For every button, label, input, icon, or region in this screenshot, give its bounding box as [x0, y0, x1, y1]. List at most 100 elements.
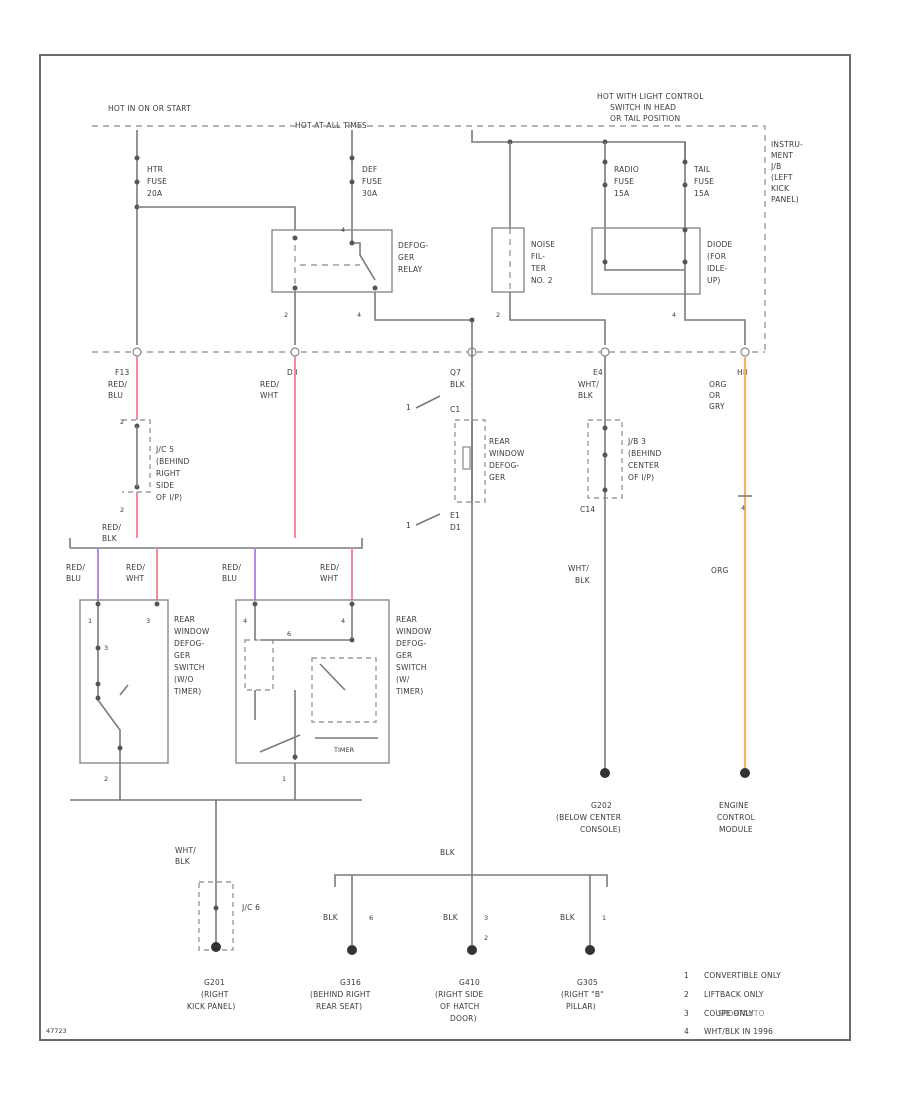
- defogger-grid-icon: [462, 446, 471, 470]
- diode-idle-up: [591, 227, 701, 295]
- jb3-terminal: [602, 487, 608, 493]
- svg-text:CONSOLE): CONSOLE): [580, 825, 621, 834]
- switch2-timer-relay: [311, 657, 377, 723]
- svg-text:ENGINE: ENGINE: [719, 801, 749, 810]
- svg-text:CENTER: CENTER: [628, 461, 659, 470]
- switch2-timer-contact: [319, 663, 346, 691]
- def-fuse-terminal: [349, 155, 355, 161]
- svg-text:G201: G201: [204, 978, 225, 987]
- ecm-terminal: [740, 768, 750, 778]
- svg-text:OR: OR: [709, 391, 721, 400]
- ground-g410: [467, 945, 477, 955]
- rear-window-defogger: [454, 419, 486, 503]
- jc5-label: J/C 5 (BEHIND RIGHT SIDE OF I/P): [155, 445, 189, 502]
- radio-fuse-terminal: [602, 182, 608, 188]
- svg-text:TAIL: TAIL: [693, 165, 711, 174]
- ground-g305: [585, 945, 595, 955]
- legend-text: CONVERTIBLE ONLY: [704, 971, 781, 980]
- svg-text:(BELOW CENTER: (BELOW CENTER: [556, 813, 621, 822]
- connector-c14-label: C14: [580, 505, 595, 514]
- wire-label-red-blu: RED/ BLU: [108, 380, 127, 400]
- svg-text:ORG: ORG: [709, 380, 727, 389]
- svg-text:DEFOG-: DEFOG-: [396, 639, 427, 648]
- switch2-terminal: [252, 601, 258, 607]
- switch-ground-bracket: [70, 763, 362, 801]
- switch-with-timer-label: REAR WINDOW DEFOG- GER SWITCH (W/ TIMER): [395, 615, 432, 696]
- defogger-relay: [271, 229, 393, 293]
- svg-text:DEFOG-: DEFOG-: [174, 639, 205, 648]
- connector-c1-arrow: [415, 395, 441, 409]
- pin-label: 3: [484, 914, 488, 922]
- switch2-indicator: [244, 639, 274, 691]
- pin-label: 4: [341, 226, 345, 234]
- svg-text:NOISE: NOISE: [531, 240, 555, 249]
- pin-label: 3: [104, 644, 108, 652]
- hot-run-start-label: HOT IN ON OR START: [108, 104, 191, 113]
- svg-text:DIODE: DIODE: [707, 240, 732, 249]
- switch1-blade: [119, 684, 129, 696]
- connector-one-label: 1: [406, 521, 411, 530]
- switch1-terminal: [117, 745, 123, 751]
- svg-text:G316: G316: [340, 978, 361, 987]
- wire-label-red-blk: RED/ BLK: [102, 523, 121, 543]
- svg-text:(W/O: (W/O: [174, 675, 194, 684]
- wire-label-org: ORG: [711, 566, 729, 575]
- pin-label: 4: [243, 617, 247, 625]
- svg-text:WHT: WHT: [260, 391, 278, 400]
- svg-text:WINDOW: WINDOW: [396, 627, 432, 636]
- svg-text:RELAY: RELAY: [398, 265, 423, 274]
- wire-label-wht-blk-lower: WHT/ BLK: [568, 564, 591, 585]
- svg-text:BLU: BLU: [66, 574, 81, 583]
- svg-text:GER: GER: [174, 651, 190, 660]
- switch-without-timer-label: REAR WINDOW DEFOG- GER SWITCH (W/O TIMER…: [173, 615, 210, 696]
- legend-text: COUPE ONLY: [704, 1009, 754, 1018]
- wire-label-org-or-gry: ORG OR GRY: [709, 380, 727, 411]
- svg-text:BLK: BLK: [175, 857, 191, 866]
- svg-text:DEF: DEF: [362, 165, 377, 174]
- tail-fuse-label: TAIL FUSE 15A: [693, 165, 714, 198]
- pin-label: 2: [120, 506, 124, 514]
- svg-text:WHT/: WHT/: [578, 380, 599, 389]
- connector-d1-label: D1: [450, 523, 461, 532]
- def-fuse-terminal: [349, 179, 355, 185]
- svg-text:GRY: GRY: [709, 402, 725, 411]
- diode-to-h8-wire: [684, 294, 746, 345]
- svg-text:PANEL): PANEL): [771, 195, 799, 204]
- svg-text:BLU: BLU: [108, 391, 123, 400]
- svg-text:PILLAR): PILLAR): [566, 1002, 596, 1011]
- pin-label: 2: [104, 775, 108, 783]
- legend-text: WHT/BLK IN 1996: [704, 1027, 773, 1036]
- switch2-terminal: [349, 601, 355, 607]
- switch2-contact: [259, 690, 301, 760]
- g305-label: G305 (RIGHT "B" PILLAR): [561, 978, 604, 1011]
- switch-with-timer: [235, 599, 390, 764]
- pin-label: 6: [287, 630, 291, 638]
- svg-text:NO. 2: NO. 2: [531, 276, 553, 285]
- pin-label: 4: [672, 311, 676, 319]
- defogger-relay-label: DEFOG- GER RELAY: [398, 241, 428, 274]
- svg-text:J/B 3: J/B 3: [627, 437, 646, 446]
- ground-g316: [347, 945, 357, 955]
- switch2-terminal: [349, 637, 355, 643]
- radio-fuse-terminal: [602, 159, 608, 165]
- svg-text:GER: GER: [398, 253, 414, 262]
- diode-terminal: [602, 259, 608, 265]
- ecm-label: ENGINE CONTROL MODULE: [717, 801, 755, 834]
- diagram-frame: [39, 54, 851, 1041]
- svg-text:(W/: (W/: [396, 675, 410, 684]
- switch1-terminal: [95, 601, 101, 607]
- defogger-junction: [469, 317, 475, 323]
- wire-label-blk: BLK: [450, 380, 466, 389]
- switch2-terminal: [292, 754, 298, 760]
- legend: 1 CONVERTIBLE ONLY 2 LIFTBACK ONLY 3 COU…: [684, 971, 781, 1036]
- all-times-bus-wire: [471, 130, 686, 160]
- noise-filter: [491, 227, 525, 293]
- svg-text:(RIGHT SIDE: (RIGHT SIDE: [435, 990, 484, 999]
- switch1-terminal: [154, 601, 160, 607]
- svg-text:(BEHIND RIGHT: (BEHIND RIGHT: [310, 990, 371, 999]
- svg-text:OF I/P): OF I/P): [628, 473, 654, 482]
- tail-fuse-terminal: [682, 159, 688, 165]
- connector-c1-label: C1: [450, 405, 460, 414]
- svg-text:WINDOW: WINDOW: [174, 627, 210, 636]
- relay-terminal: [372, 285, 378, 291]
